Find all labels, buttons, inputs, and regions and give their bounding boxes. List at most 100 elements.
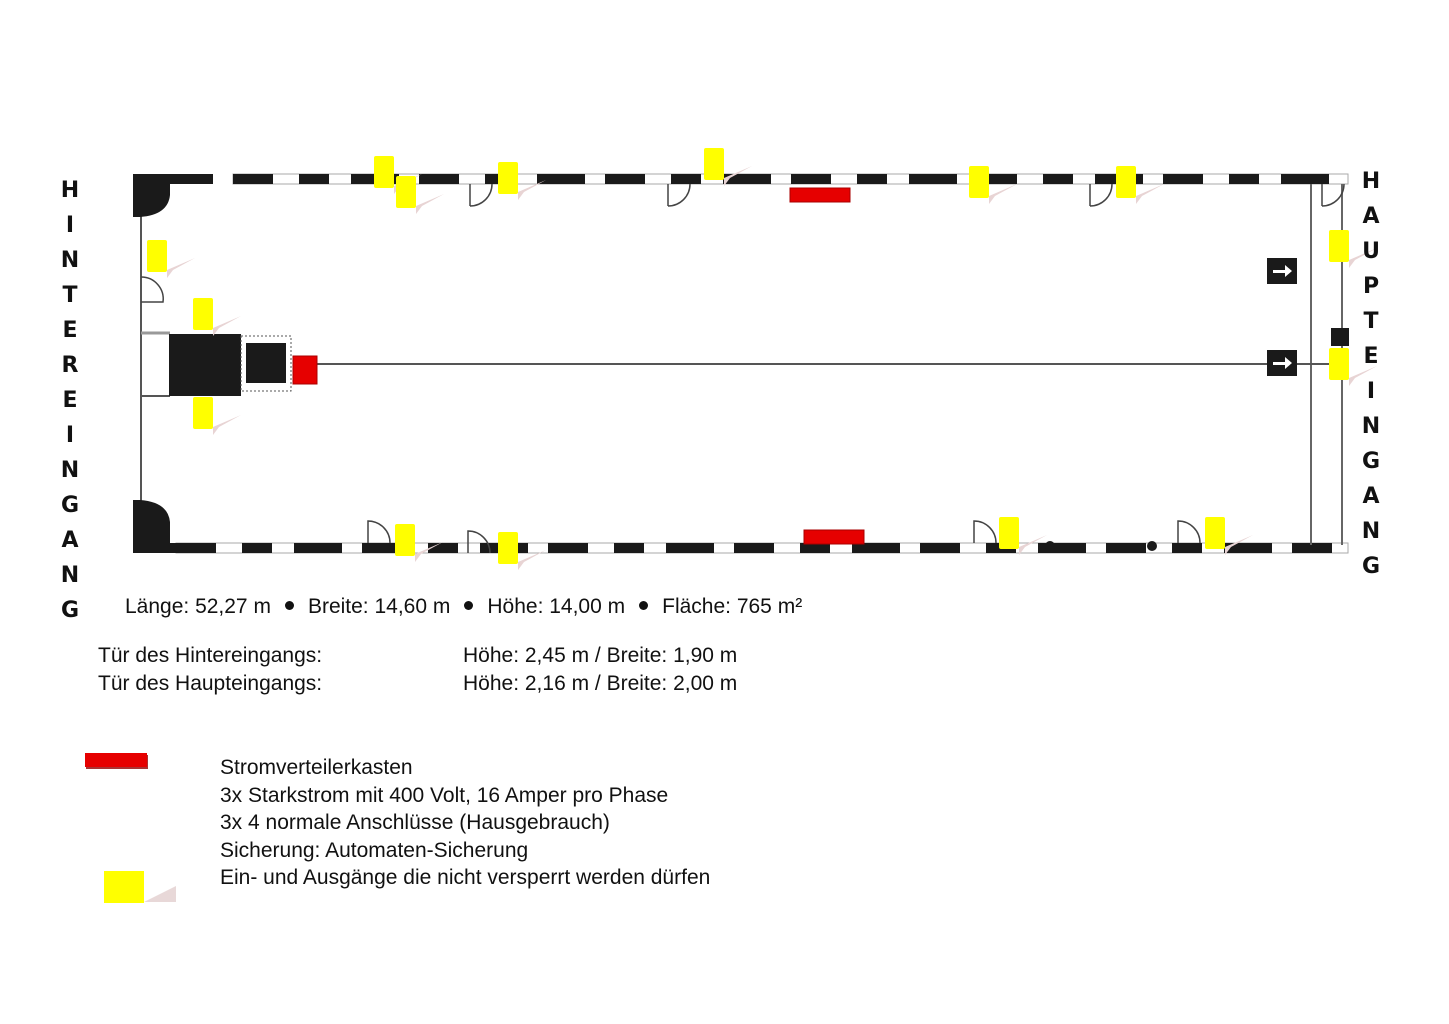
label-letter: A <box>1362 204 1380 229</box>
label-letter: E <box>62 318 78 343</box>
width: Breite: 14,60 m <box>307 595 451 618</box>
exit-marker-shadow <box>213 415 241 435</box>
label-letter: H <box>1361 169 1381 194</box>
label-letter: E <box>62 388 78 413</box>
wall-block <box>800 543 830 553</box>
label-letter: I <box>65 213 75 238</box>
exit-marker-shadow <box>1019 535 1047 555</box>
doors <box>140 183 1345 554</box>
label-letter: A <box>61 528 79 553</box>
door-back-name: Tür des Hintereingangs: <box>98 644 323 667</box>
power-box <box>292 355 318 385</box>
exit-marker-shadow <box>416 194 444 214</box>
bullet <box>639 601 649 611</box>
legend-power-line: 3x Starkstrom mit 400 Volt, 16 Amper pro… <box>220 783 669 807</box>
power-box <box>789 187 851 203</box>
stage-outline <box>240 335 292 392</box>
legend-power-box-swatch <box>85 753 147 767</box>
label-letter: T <box>62 283 78 308</box>
wall-block <box>1163 174 1203 184</box>
wall-block <box>791 174 831 184</box>
interior-elements <box>133 174 1349 553</box>
exit-markers <box>147 148 1377 570</box>
wall-block <box>1172 543 1202 553</box>
exit-marker-shadow <box>213 316 241 336</box>
wall-block <box>419 174 459 184</box>
wall-block <box>1106 543 1146 553</box>
exit-marker-shadow <box>167 258 195 278</box>
label-letter: N <box>60 458 80 483</box>
legend-exits-text: Ein- und Ausgänge die nicht versperrt we… <box>220 866 711 889</box>
exit-marker-shadow <box>1349 366 1377 386</box>
exit-marker <box>193 397 213 429</box>
wall-block <box>548 543 588 553</box>
door-main-name: Tür des Haupteingangs: <box>98 672 323 695</box>
exit-marker <box>193 298 213 330</box>
door-swing <box>667 183 691 207</box>
wall-block <box>1292 543 1332 553</box>
label-letter: T <box>1363 309 1379 334</box>
height: Höhe: 14,00 m <box>487 595 626 618</box>
wall-block <box>734 543 774 553</box>
label-letter: I <box>65 423 75 448</box>
label-letter: A <box>1362 484 1380 509</box>
label-letter: N <box>60 563 80 588</box>
wall-block <box>233 174 273 184</box>
wall-block <box>1038 543 1086 553</box>
wall-block <box>1229 174 1259 184</box>
wall-block <box>666 543 714 553</box>
dimensions-line: Länge: 52,27 m Breite: 14,60 m Höhe: 14,00… <box>125 595 802 619</box>
exit-marker <box>396 176 416 208</box>
exit-marker <box>1205 517 1225 549</box>
bullet <box>284 601 294 611</box>
door-swing <box>367 520 391 544</box>
exit-marker-shadow <box>518 180 546 200</box>
exit-marker <box>395 524 415 556</box>
corner-top-left <box>133 174 213 217</box>
exit-marker-shadow <box>1225 535 1253 555</box>
legend-power-box: Stromverteilerkasten 3x Starkstrom mit 4… <box>220 754 710 892</box>
exit-marker <box>498 532 518 564</box>
door-swing <box>467 530 491 554</box>
legend-exit-swatch <box>104 871 144 903</box>
stage-block-small <box>246 343 286 383</box>
exit-marker <box>969 166 989 198</box>
wall-block <box>294 543 342 553</box>
exit-marker <box>704 148 724 180</box>
length: Länge: 52,27 m <box>125 595 271 618</box>
door-swing <box>1321 183 1345 207</box>
label-letter: G <box>60 598 80 623</box>
exit-marker-shadow <box>724 166 752 186</box>
label-letter: G <box>1361 554 1381 579</box>
wall-block <box>1043 174 1073 184</box>
wall-block <box>362 543 402 553</box>
stage-block <box>169 334 241 396</box>
wall-block <box>176 543 216 553</box>
exit-marker-shadow <box>989 184 1017 204</box>
wall-block <box>605 174 645 184</box>
door-swing <box>1177 520 1201 544</box>
exit-arrow-icon <box>1267 258 1297 284</box>
legend-power-line: Sicherung: Automaten-Sicherung <box>220 838 529 862</box>
corner-bottom-left <box>133 500 176 553</box>
door-swing <box>140 276 164 303</box>
wall-block <box>977 174 1017 184</box>
label-letter: N <box>1361 519 1381 544</box>
exit-marker <box>147 240 167 272</box>
wall-block <box>671 174 701 184</box>
wall-block <box>428 543 458 553</box>
exit-marker <box>1329 348 1349 380</box>
legend-power-title: Stromverteilerkasten <box>220 756 413 779</box>
exit-marker <box>1116 166 1136 198</box>
pillar <box>1045 541 1055 551</box>
wall-block <box>1281 174 1329 184</box>
door-swing <box>973 520 997 544</box>
wall-block <box>857 174 887 184</box>
label-letter: I <box>1366 379 1376 404</box>
door-main-size: Höhe: 2,16 m / Breite: 2,00 m <box>463 672 738 695</box>
label-letter: E <box>1363 344 1379 369</box>
wall-block <box>537 174 585 184</box>
wall-block <box>1224 543 1272 553</box>
exit-marker-shadow <box>1349 248 1377 268</box>
